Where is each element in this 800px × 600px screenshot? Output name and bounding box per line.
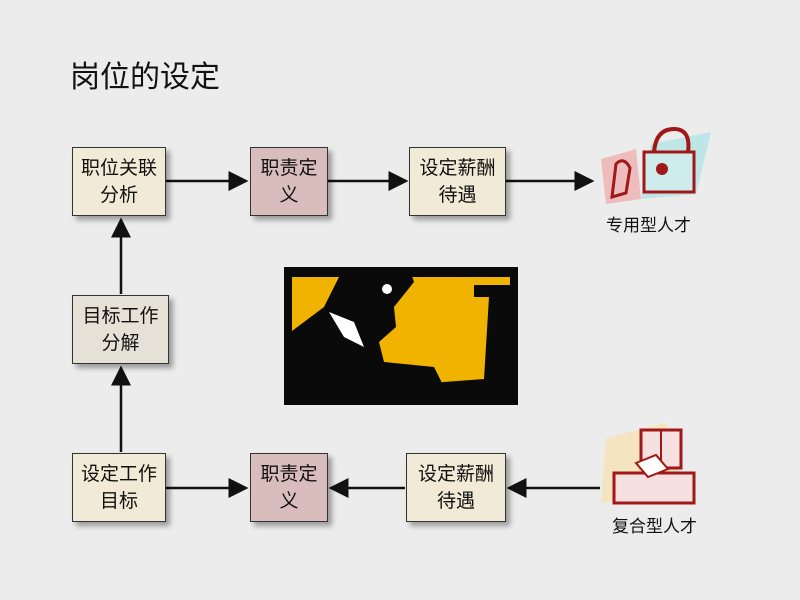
- box-label: 职位关联分析: [80, 156, 157, 206]
- lock-icon: [601, 126, 711, 204]
- salary-box-top: 设定薪酬待遇: [409, 147, 506, 216]
- box-label: 目标工作分解: [82, 304, 159, 354]
- box-label: 设定薪酬待遇: [419, 156, 496, 206]
- box-label: 设定工作目标: [80, 462, 157, 512]
- duty-definition-box-top: 职责定义: [250, 147, 328, 216]
- goal-decomposition-box: 目标工作分解: [72, 295, 169, 364]
- salary-box-bottom: 设定薪酬待遇: [406, 453, 506, 522]
- duty-definition-box-bottom: 职责定义: [250, 453, 328, 522]
- page-title: 岗位的设定: [70, 60, 220, 95]
- specialist-talent-label: 专用型人才: [606, 216, 691, 236]
- box-label: 职责定义: [260, 462, 318, 512]
- office-desk-icon: [601, 423, 696, 505]
- worker-at-computer-image: [284, 267, 518, 405]
- set-goal-box: 设定工作目标: [72, 453, 166, 522]
- generalist-talent-label: 复合型人才: [612, 517, 697, 537]
- job-relation-analysis-box: 职位关联分析: [72, 147, 166, 216]
- box-label: 设定薪酬待遇: [417, 462, 494, 512]
- box-label: 职责定义: [260, 156, 318, 206]
